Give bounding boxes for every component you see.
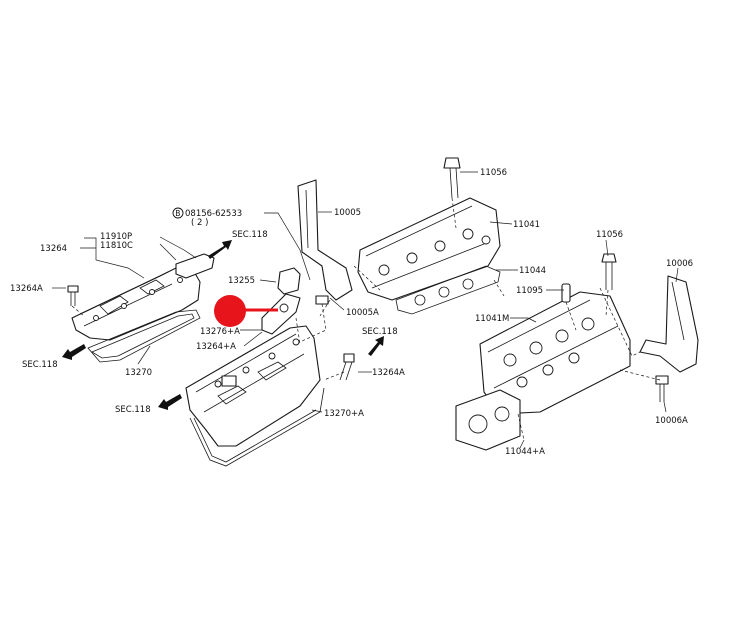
label-11041M[interactable]: 11041M — [475, 314, 509, 324]
sensor-11910P[interactable] — [175, 253, 215, 279]
bolt-10005A[interactable] — [315, 295, 329, 305]
bolt-10006A[interactable] — [655, 375, 669, 402]
label-08156-qty[interactable]: ( 2 ) — [191, 218, 208, 228]
oil-cap-13255[interactable] — [277, 267, 301, 295]
arrow-sec118-b — [62, 344, 86, 360]
label-08156-62533[interactable]: 08156-62533 — [185, 209, 242, 219]
dowel-11095[interactable] — [561, 283, 571, 303]
bolt-11056-right[interactable] — [601, 253, 617, 290]
label-sec118-b[interactable]: SEC.118 — [362, 327, 398, 337]
label-13264A-right[interactable]: 13264A — [372, 368, 405, 378]
bracket-10006[interactable] — [639, 275, 699, 373]
label-11810C[interactable]: 11810C — [100, 241, 133, 251]
bolt-11056-top[interactable] — [443, 157, 461, 199]
arrow-sec118-c — [368, 336, 384, 356]
label-10005A[interactable]: 10005A — [346, 308, 379, 318]
head-gasket-11044[interactable] — [395, 265, 501, 315]
label-11910P[interactable]: 11910P — [100, 232, 132, 242]
circled-b-icon: B — [172, 207, 184, 219]
valve-cover-left[interactable] — [71, 267, 201, 341]
label-10005[interactable]: 10005 — [334, 208, 361, 218]
label-sec118-d[interactable]: SEC.118 — [115, 405, 151, 415]
label-13270A[interactable]: 13270+A — [324, 409, 364, 419]
label-13264A-left[interactable]: 13264A — [10, 284, 43, 294]
arrow-sec118-d — [158, 394, 182, 410]
label-13270[interactable]: 13270 — [125, 368, 152, 378]
label-sec118-a[interactable]: SEC.118 — [232, 230, 268, 240]
gasket-13270[interactable] — [87, 309, 201, 363]
label-10006A[interactable]: 10006A — [655, 416, 688, 426]
label-sec118-c[interactable]: SEC.118 — [22, 360, 58, 370]
label-11044A[interactable]: 11044+A — [505, 447, 545, 457]
arrow-sec118-a — [208, 240, 232, 259]
label-13264-plusA[interactable]: 13264+A — [196, 342, 236, 352]
svg-text:B: B — [175, 209, 180, 218]
cylinder-head-11041M[interactable] — [455, 291, 631, 451]
red-dot-icon[interactable] — [214, 295, 278, 327]
valve-cover-right[interactable] — [185, 325, 321, 447]
bolt-13264A-right[interactable] — [339, 353, 355, 381]
label-11056-top[interactable]: 11056 — [480, 168, 507, 178]
label-11095[interactable]: 11095 — [516, 286, 543, 296]
label-13255[interactable]: 13255 — [228, 276, 255, 286]
label-11044[interactable]: 11044 — [519, 266, 546, 276]
gasket-13270A[interactable] — [189, 387, 325, 467]
label-13264[interactable]: 13264 — [40, 244, 67, 254]
bracket-10005[interactable] — [297, 179, 353, 301]
bolt-13264A-left[interactable] — [67, 285, 79, 306]
label-10006[interactable]: 10006 — [666, 259, 693, 269]
label-11056-right[interactable]: 11056 — [596, 230, 623, 240]
label-11041[interactable]: 11041 — [513, 220, 540, 230]
cylinder-head-11041[interactable] — [357, 197, 501, 301]
label-13276A[interactable]: 13276+A — [200, 327, 240, 337]
